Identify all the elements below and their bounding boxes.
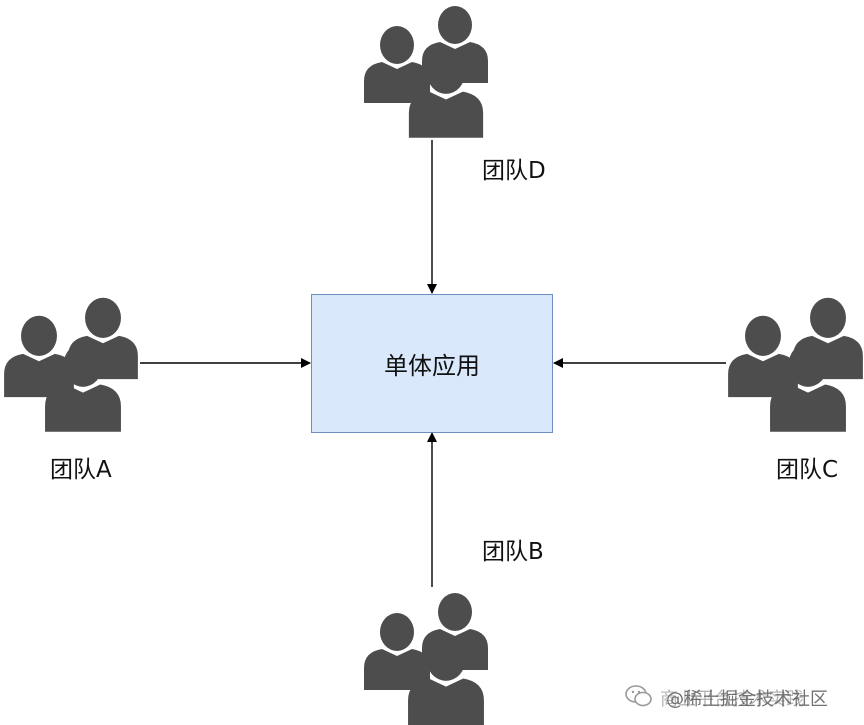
- team-b-icon: [364, 593, 488, 725]
- team-c-icon: [728, 297, 863, 432]
- team-a-label: 团队A: [50, 457, 112, 483]
- team-c-label: 团队C: [776, 457, 839, 483]
- watermark-line2: @稀土掘金技术社区: [666, 689, 828, 710]
- monolith-app-box: 单体应用: [311, 294, 553, 433]
- watermark: 商业平台技术实践 @稀土掘金技术社区: [624, 679, 850, 713]
- watermark-line1: 商业平台技术实践: [660, 689, 804, 710]
- monolith-app-label: 单体应用: [384, 352, 480, 380]
- team-d-icon: [364, 6, 488, 138]
- team-a-icon: [4, 297, 138, 432]
- team-b-label: 团队B: [482, 539, 544, 565]
- team-d-label: 团队D: [482, 158, 546, 184]
- wechat-icon: [625, 685, 652, 707]
